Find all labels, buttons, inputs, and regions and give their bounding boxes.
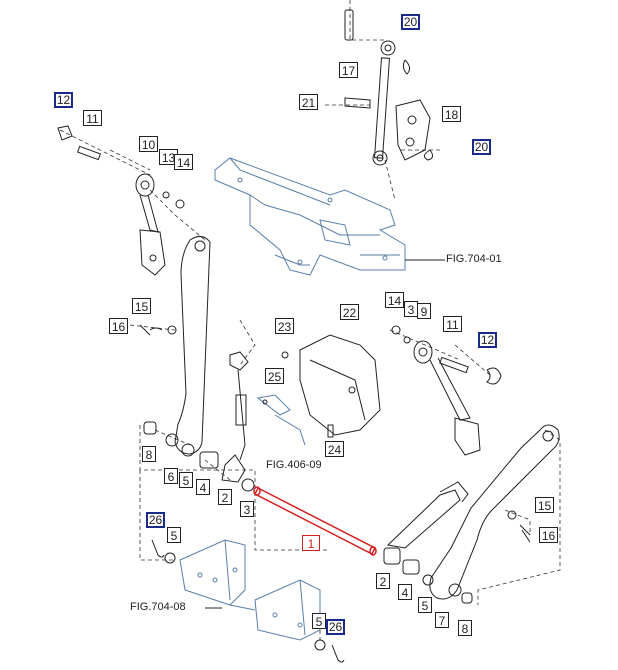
left-linkage xyxy=(143,351,255,492)
callout-14: 14 xyxy=(174,154,193,170)
callout-5: 5 xyxy=(167,527,181,543)
callout-20: 20 xyxy=(401,14,420,30)
callout-21: 21 xyxy=(299,94,318,110)
callout-8: 8 xyxy=(458,620,472,636)
callout-26: 26 xyxy=(326,619,345,635)
callout-22: 22 xyxy=(340,304,359,320)
callout-6: 6 xyxy=(164,468,178,484)
callout-25: 25 xyxy=(265,368,284,384)
callout-16: 16 xyxy=(539,527,558,543)
callout-5: 5 xyxy=(179,472,193,488)
small-hardware xyxy=(151,529,531,663)
fig-704-08-ref: FIG.704-08 xyxy=(130,601,186,613)
dashed-guides xyxy=(59,0,561,640)
callout-18: 18 xyxy=(442,106,461,122)
callout-12: 12 xyxy=(54,92,73,108)
left-lift-arm xyxy=(139,236,211,455)
callout-26: 26 xyxy=(146,512,165,528)
callout-3: 3 xyxy=(240,501,254,517)
fig-704-01-ref: FIG.704-01 xyxy=(446,253,502,265)
fig-406-09-ref: FIG.406-09 xyxy=(266,459,322,471)
callout-23: 23 xyxy=(275,318,294,334)
callout-4: 4 xyxy=(196,479,210,495)
callout-12: 12 xyxy=(478,332,497,348)
frame-704-01 xyxy=(214,157,445,276)
callout-4: 4 xyxy=(398,584,412,600)
right-lift-rod xyxy=(391,325,502,456)
callout-1: 1 xyxy=(302,535,320,551)
cross-shaft-part-1 xyxy=(253,486,377,556)
plate-22-bracket-25 xyxy=(256,334,381,446)
callout-2: 2 xyxy=(376,573,390,589)
callout-13: 13 xyxy=(159,149,178,165)
callout-14: 14 xyxy=(385,292,404,308)
right-lift-arm xyxy=(383,424,560,604)
callout-10: 10 xyxy=(139,136,158,152)
callout-8: 8 xyxy=(142,446,156,462)
callout-5: 5 xyxy=(418,597,432,613)
callout-3: 3 xyxy=(404,301,418,317)
callout-15: 15 xyxy=(535,497,554,513)
callout-7: 7 xyxy=(435,612,449,628)
callout-17: 17 xyxy=(339,62,358,78)
callout-15: 15 xyxy=(132,298,151,314)
callout-11: 11 xyxy=(443,316,462,332)
callout-5: 5 xyxy=(312,613,326,629)
left-lift-rod xyxy=(57,125,185,276)
callout-11: 11 xyxy=(83,110,102,126)
callout-2: 2 xyxy=(218,489,232,505)
callout-9: 9 xyxy=(417,303,431,319)
callout-16: 16 xyxy=(109,318,128,334)
bracket-704-08 xyxy=(179,539,321,641)
callout-20: 20 xyxy=(472,139,491,155)
top-link xyxy=(344,9,434,166)
callout-24: 24 xyxy=(325,441,344,457)
